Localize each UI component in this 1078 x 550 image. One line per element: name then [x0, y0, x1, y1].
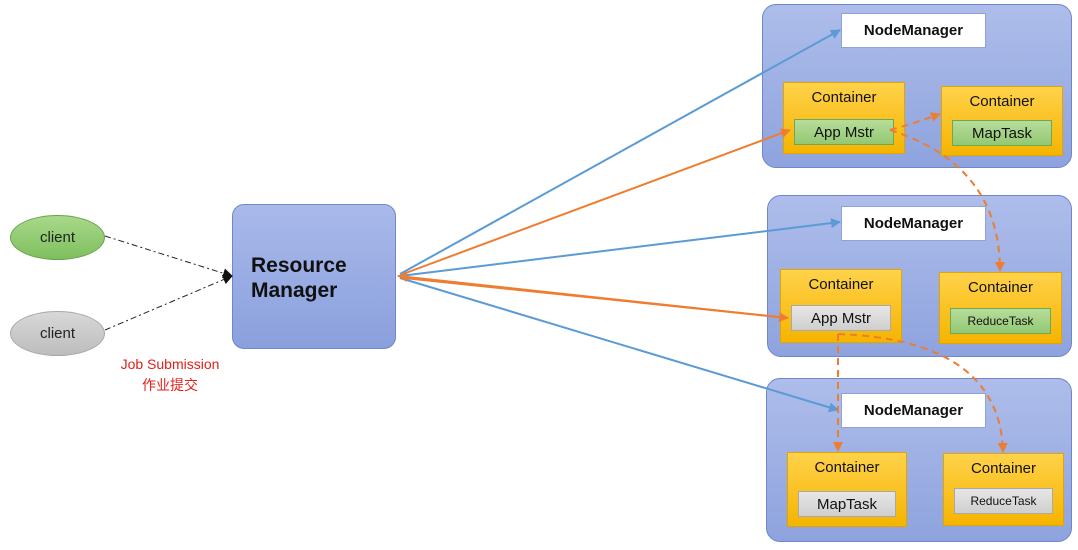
- client-label: client: [39, 229, 76, 246]
- node-1: NodeManager Container App Mstr Container…: [762, 4, 1072, 168]
- container-label: Container: [970, 460, 1037, 477]
- reduce-task: ReduceTask: [950, 308, 1051, 334]
- node-3: NodeManager Container MapTask Container …: [766, 378, 1072, 542]
- container-label: Container: [967, 279, 1034, 296]
- map-task: MapTask: [798, 491, 896, 517]
- map-task: MapTask: [952, 120, 1052, 146]
- client-label: client: [39, 325, 76, 342]
- client-node: client: [10, 215, 105, 260]
- job-submission-caption-cn: 作业提交: [142, 377, 198, 393]
- container-label: Container: [969, 93, 1035, 110]
- client1-submit-arrow: [104, 235, 233, 279]
- job-submission-caption: Job Submission: [120, 356, 220, 372]
- container-appmstr-1: Container App Mstr: [783, 82, 905, 154]
- client-node: client: [10, 311, 105, 356]
- container-maptask-1: Container MapTask: [941, 86, 1063, 156]
- appmstr2-to-rm-arrow: [397, 271, 788, 319]
- resource-manager: Resource Manager: [232, 204, 396, 349]
- app-master-task: App Mstr: [794, 119, 894, 145]
- rm-to-appmstr2-arrow: [403, 277, 789, 323]
- container-label: Container: [811, 89, 877, 106]
- app-master-task: App Mstr: [791, 305, 891, 331]
- reduce-task: ReduceTask: [954, 488, 1053, 514]
- container-label: Container: [808, 276, 874, 293]
- node-manager-2: NodeManager: [841, 206, 986, 241]
- rm-to-appmstr1-arrow: [402, 128, 791, 275]
- container-label: Container: [814, 459, 880, 476]
- container-reducetask-3: Container ReduceTask: [943, 453, 1064, 526]
- node-2: NodeManager Container App Mstr Container…: [767, 195, 1072, 357]
- container-reducetask-2: Container ReduceTask: [939, 272, 1062, 344]
- node-manager-1: NodeManager: [841, 13, 986, 48]
- container-maptask-3: Container MapTask: [787, 452, 907, 527]
- resource-manager-label: Resource Manager: [251, 254, 347, 302]
- node-manager-3: NodeManager: [841, 393, 986, 428]
- client2-submit-arrow: [104, 274, 233, 331]
- container-appmstr-2: Container App Mstr: [780, 269, 902, 343]
